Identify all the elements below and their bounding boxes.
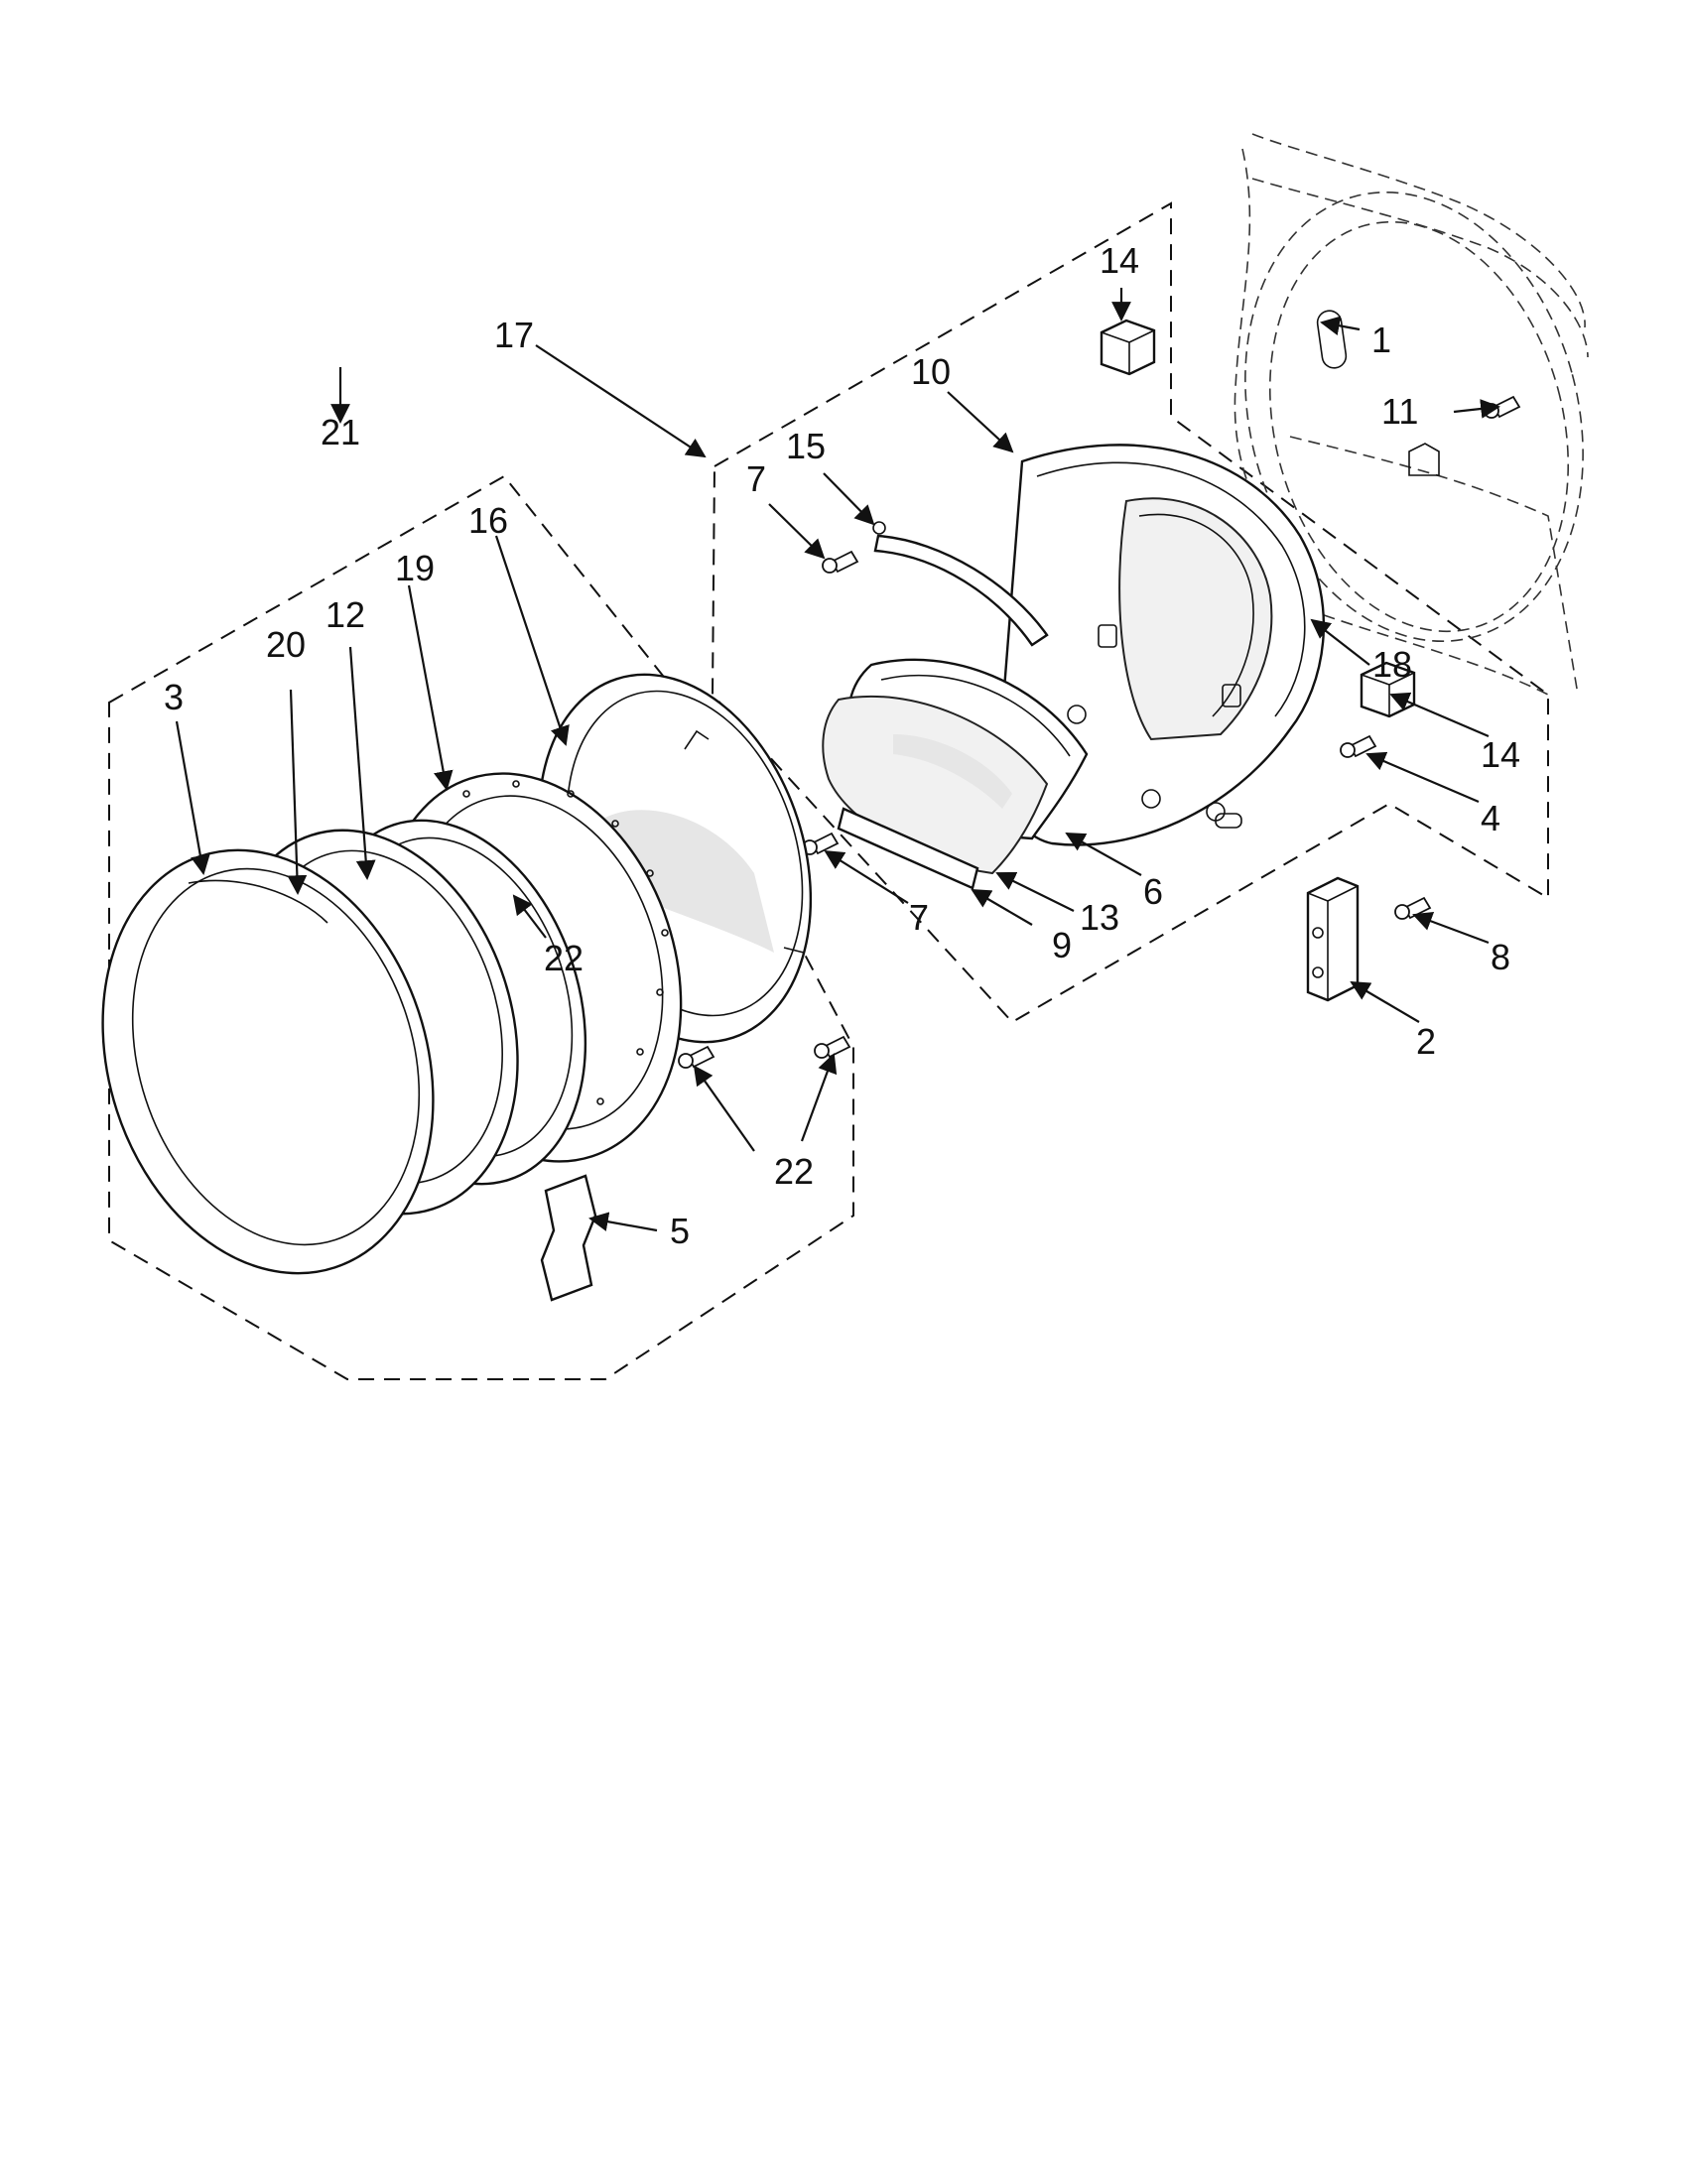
door-strip [837, 807, 979, 890]
screw-4 [1340, 734, 1377, 758]
callout-2: 2 [1416, 1021, 1436, 1062]
callout-15: 15 [786, 426, 826, 466]
door-gasket-strip [872, 521, 1049, 647]
callout-7-upper: 7 [746, 458, 766, 499]
callout-19: 19 [395, 548, 435, 588]
callout-6: 6 [1143, 871, 1163, 912]
callout-11: 11 [1381, 391, 1418, 432]
screw-7-upper [822, 550, 859, 574]
callout-8: 8 [1491, 937, 1510, 977]
callout-5: 5 [670, 1211, 690, 1251]
callout-14-upper: 14 [1100, 240, 1139, 281]
callout-10: 10 [911, 351, 951, 392]
callout-labels: 1 2 3 4 5 6 7 7 8 9 10 11 12 13 14 14 15… [164, 240, 1520, 1251]
callout-20: 20 [266, 624, 306, 665]
callout-9: 9 [1052, 925, 1072, 965]
screw-22-lower-left [678, 1045, 715, 1069]
callout-16: 16 [468, 500, 508, 541]
callout-3: 3 [164, 677, 184, 717]
cabinet-front-outline [1234, 133, 1589, 696]
callout-12: 12 [325, 594, 365, 635]
inner-door-assembly-boundary [711, 201, 1549, 1024]
callout-18: 18 [1372, 644, 1412, 685]
screw-22-lower-right [814, 1035, 851, 1059]
callout-22-lower: 22 [774, 1151, 814, 1192]
callout-22-upper: 22 [544, 938, 584, 978]
callout-1: 1 [1371, 320, 1391, 360]
callout-17: 17 [494, 315, 534, 355]
door-hinge [1306, 876, 1360, 1002]
door-assembly-boundary [108, 474, 854, 1380]
callout-13: 13 [1080, 897, 1119, 938]
hinge-block-upper [1100, 319, 1156, 376]
outer-door [101, 848, 435, 1275]
callout-4: 4 [1481, 798, 1500, 838]
screw-7-lower [802, 832, 840, 855]
callout-7-lower: 7 [909, 897, 929, 938]
screw-8 [1394, 896, 1432, 920]
door-latch-plate [540, 1174, 597, 1302]
leader-lines [175, 288, 1500, 1232]
callout-21: 21 [321, 412, 360, 452]
callout-14-lower: 14 [1481, 734, 1520, 775]
